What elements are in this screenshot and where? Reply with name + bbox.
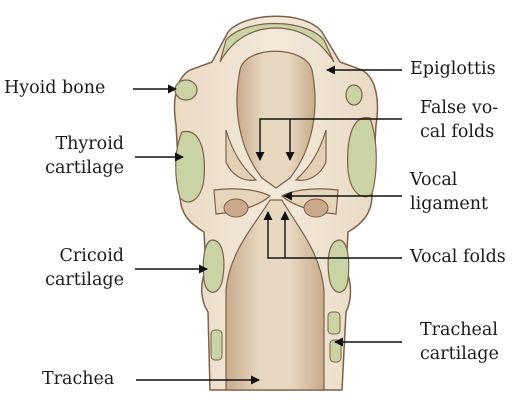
right-tracheal-ring-1 bbox=[328, 312, 340, 334]
label-tracheal-cartilage: Tracheal cartilage bbox=[420, 318, 499, 366]
right-cricoid-cartilage bbox=[328, 240, 349, 292]
label-vocal-ligament-line2: ligament bbox=[410, 192, 488, 216]
label-thyroid-cartilage: Thyroid cartilage bbox=[45, 132, 124, 180]
label-hyoid-bone: Hyoid bone bbox=[4, 76, 105, 100]
label-tracheal-line1: Tracheal bbox=[420, 318, 499, 342]
left-tracheal-ring-1 bbox=[211, 330, 222, 360]
label-cricoid-cartilage: Cricoid cartilage bbox=[45, 244, 124, 292]
label-vocal-folds: Vocal folds bbox=[410, 245, 506, 269]
label-cricoid-line1: Cricoid bbox=[45, 244, 124, 268]
right-thyroid-cartilage bbox=[348, 118, 377, 197]
label-false-vocal-folds: False vo- cal folds bbox=[420, 96, 498, 144]
label-epiglottis: Epiglottis bbox=[410, 57, 496, 81]
label-thyroid-line2: cartilage bbox=[45, 156, 124, 180]
label-cricoid-line2: cartilage bbox=[45, 268, 124, 292]
left-thyroid-cartilage bbox=[176, 132, 205, 202]
label-vocal-ligament: Vocal ligament bbox=[410, 168, 488, 216]
label-false-folds-line1: False vo- bbox=[420, 96, 498, 120]
label-false-folds-line2: cal folds bbox=[420, 120, 498, 144]
label-thyroid-line1: Thyroid bbox=[45, 132, 124, 156]
label-tracheal-line2: cartilage bbox=[420, 342, 499, 366]
left-hyoid-bone bbox=[175, 80, 197, 100]
left-cricoid-cartilage bbox=[203, 240, 224, 292]
label-trachea: Trachea bbox=[42, 367, 114, 391]
label-vocal-ligament-line1: Vocal bbox=[410, 168, 488, 192]
right-tracheal-ring-2 bbox=[330, 340, 341, 362]
right-hyoid-bone bbox=[346, 85, 362, 105]
